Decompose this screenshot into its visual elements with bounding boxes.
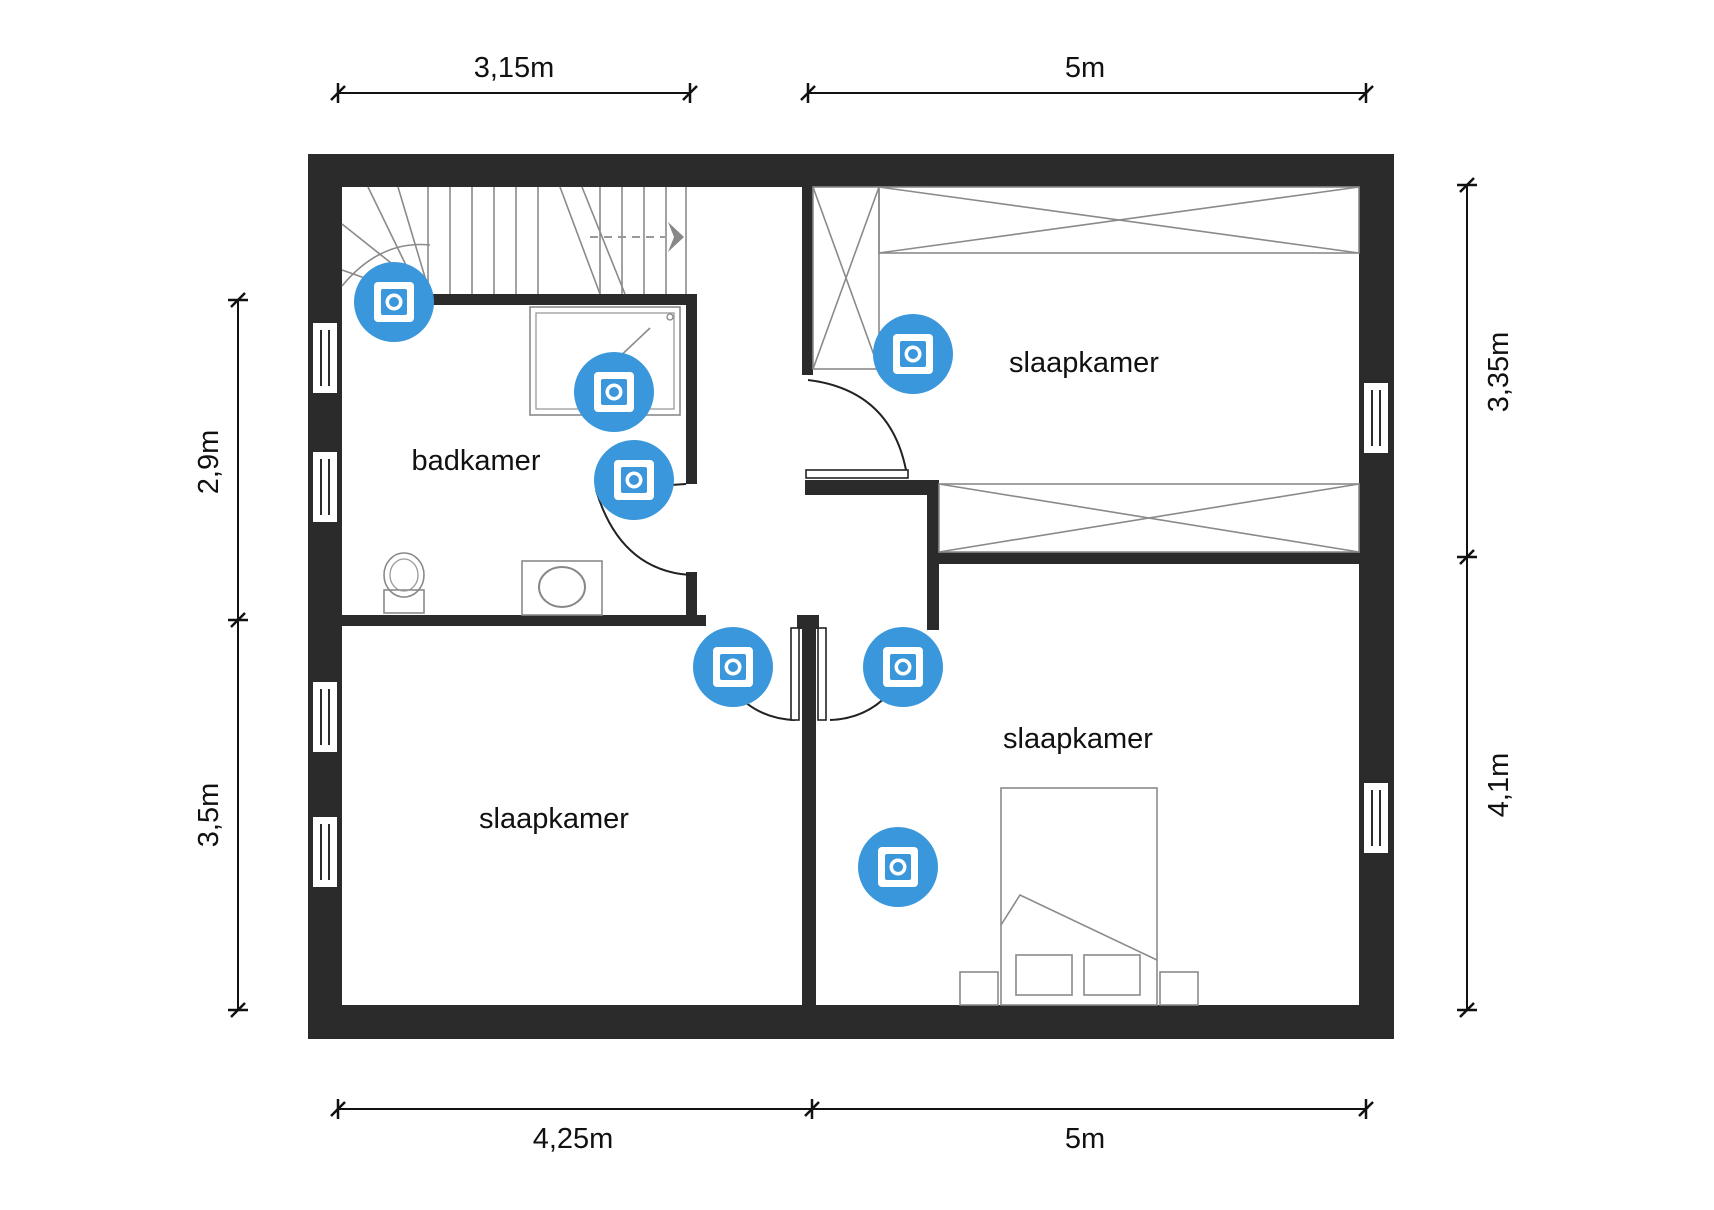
camera-viewpoint-icon[interactable] [873,314,953,394]
dimension-labels: 3,15m 5m 4,25m 5m 2,9m 3,5m 3,35m 4,1m [193,52,1515,1155]
outer-walls [308,154,1394,1039]
dim-label-left-upper: 2,9m [193,430,225,494]
dimension-lines [228,83,1477,1119]
wardrobe-top [878,186,1360,254]
sink [521,560,603,616]
viewpoint-markers[interactable] [354,262,953,907]
room-label-slaapkamer-top-right: slaapkamer [1009,347,1159,379]
wardrobe-bottom [938,483,1360,553]
dim-label-bottom-left: 4,25m [533,1123,614,1155]
dim-label-top-left: 3,15m [474,52,555,84]
room-label-slaapkamer-left: slaapkamer [479,803,629,835]
dim-label-right-lower: 4,1m [1483,753,1515,817]
camera-viewpoint-icon[interactable] [594,440,674,520]
dim-label-left-lower: 3,5m [193,783,225,847]
camera-viewpoint-icon[interactable] [693,627,773,707]
room-label-slaapkamer-bottom-right: slaapkamer [1003,723,1153,755]
room-label-badkamer: badkamer [412,445,541,477]
bed [959,787,1199,1006]
interior-walls [342,187,1359,1010]
staircase [341,186,687,295]
room-labels: badkamer slaapkamer slaapkamer slaapkame… [412,347,1160,835]
toilet [383,552,425,614]
camera-viewpoint-icon[interactable] [574,352,654,432]
dim-label-bottom-right: 5m [1065,1123,1105,1155]
dim-label-top-right: 5m [1065,52,1105,84]
camera-viewpoint-icon[interactable] [858,827,938,907]
windows [311,321,1390,889]
camera-viewpoint-icon[interactable] [354,262,434,342]
dim-label-right-upper: 3,35m [1483,332,1515,413]
camera-viewpoint-icon[interactable] [863,627,943,707]
wardrobe-left [812,186,880,370]
